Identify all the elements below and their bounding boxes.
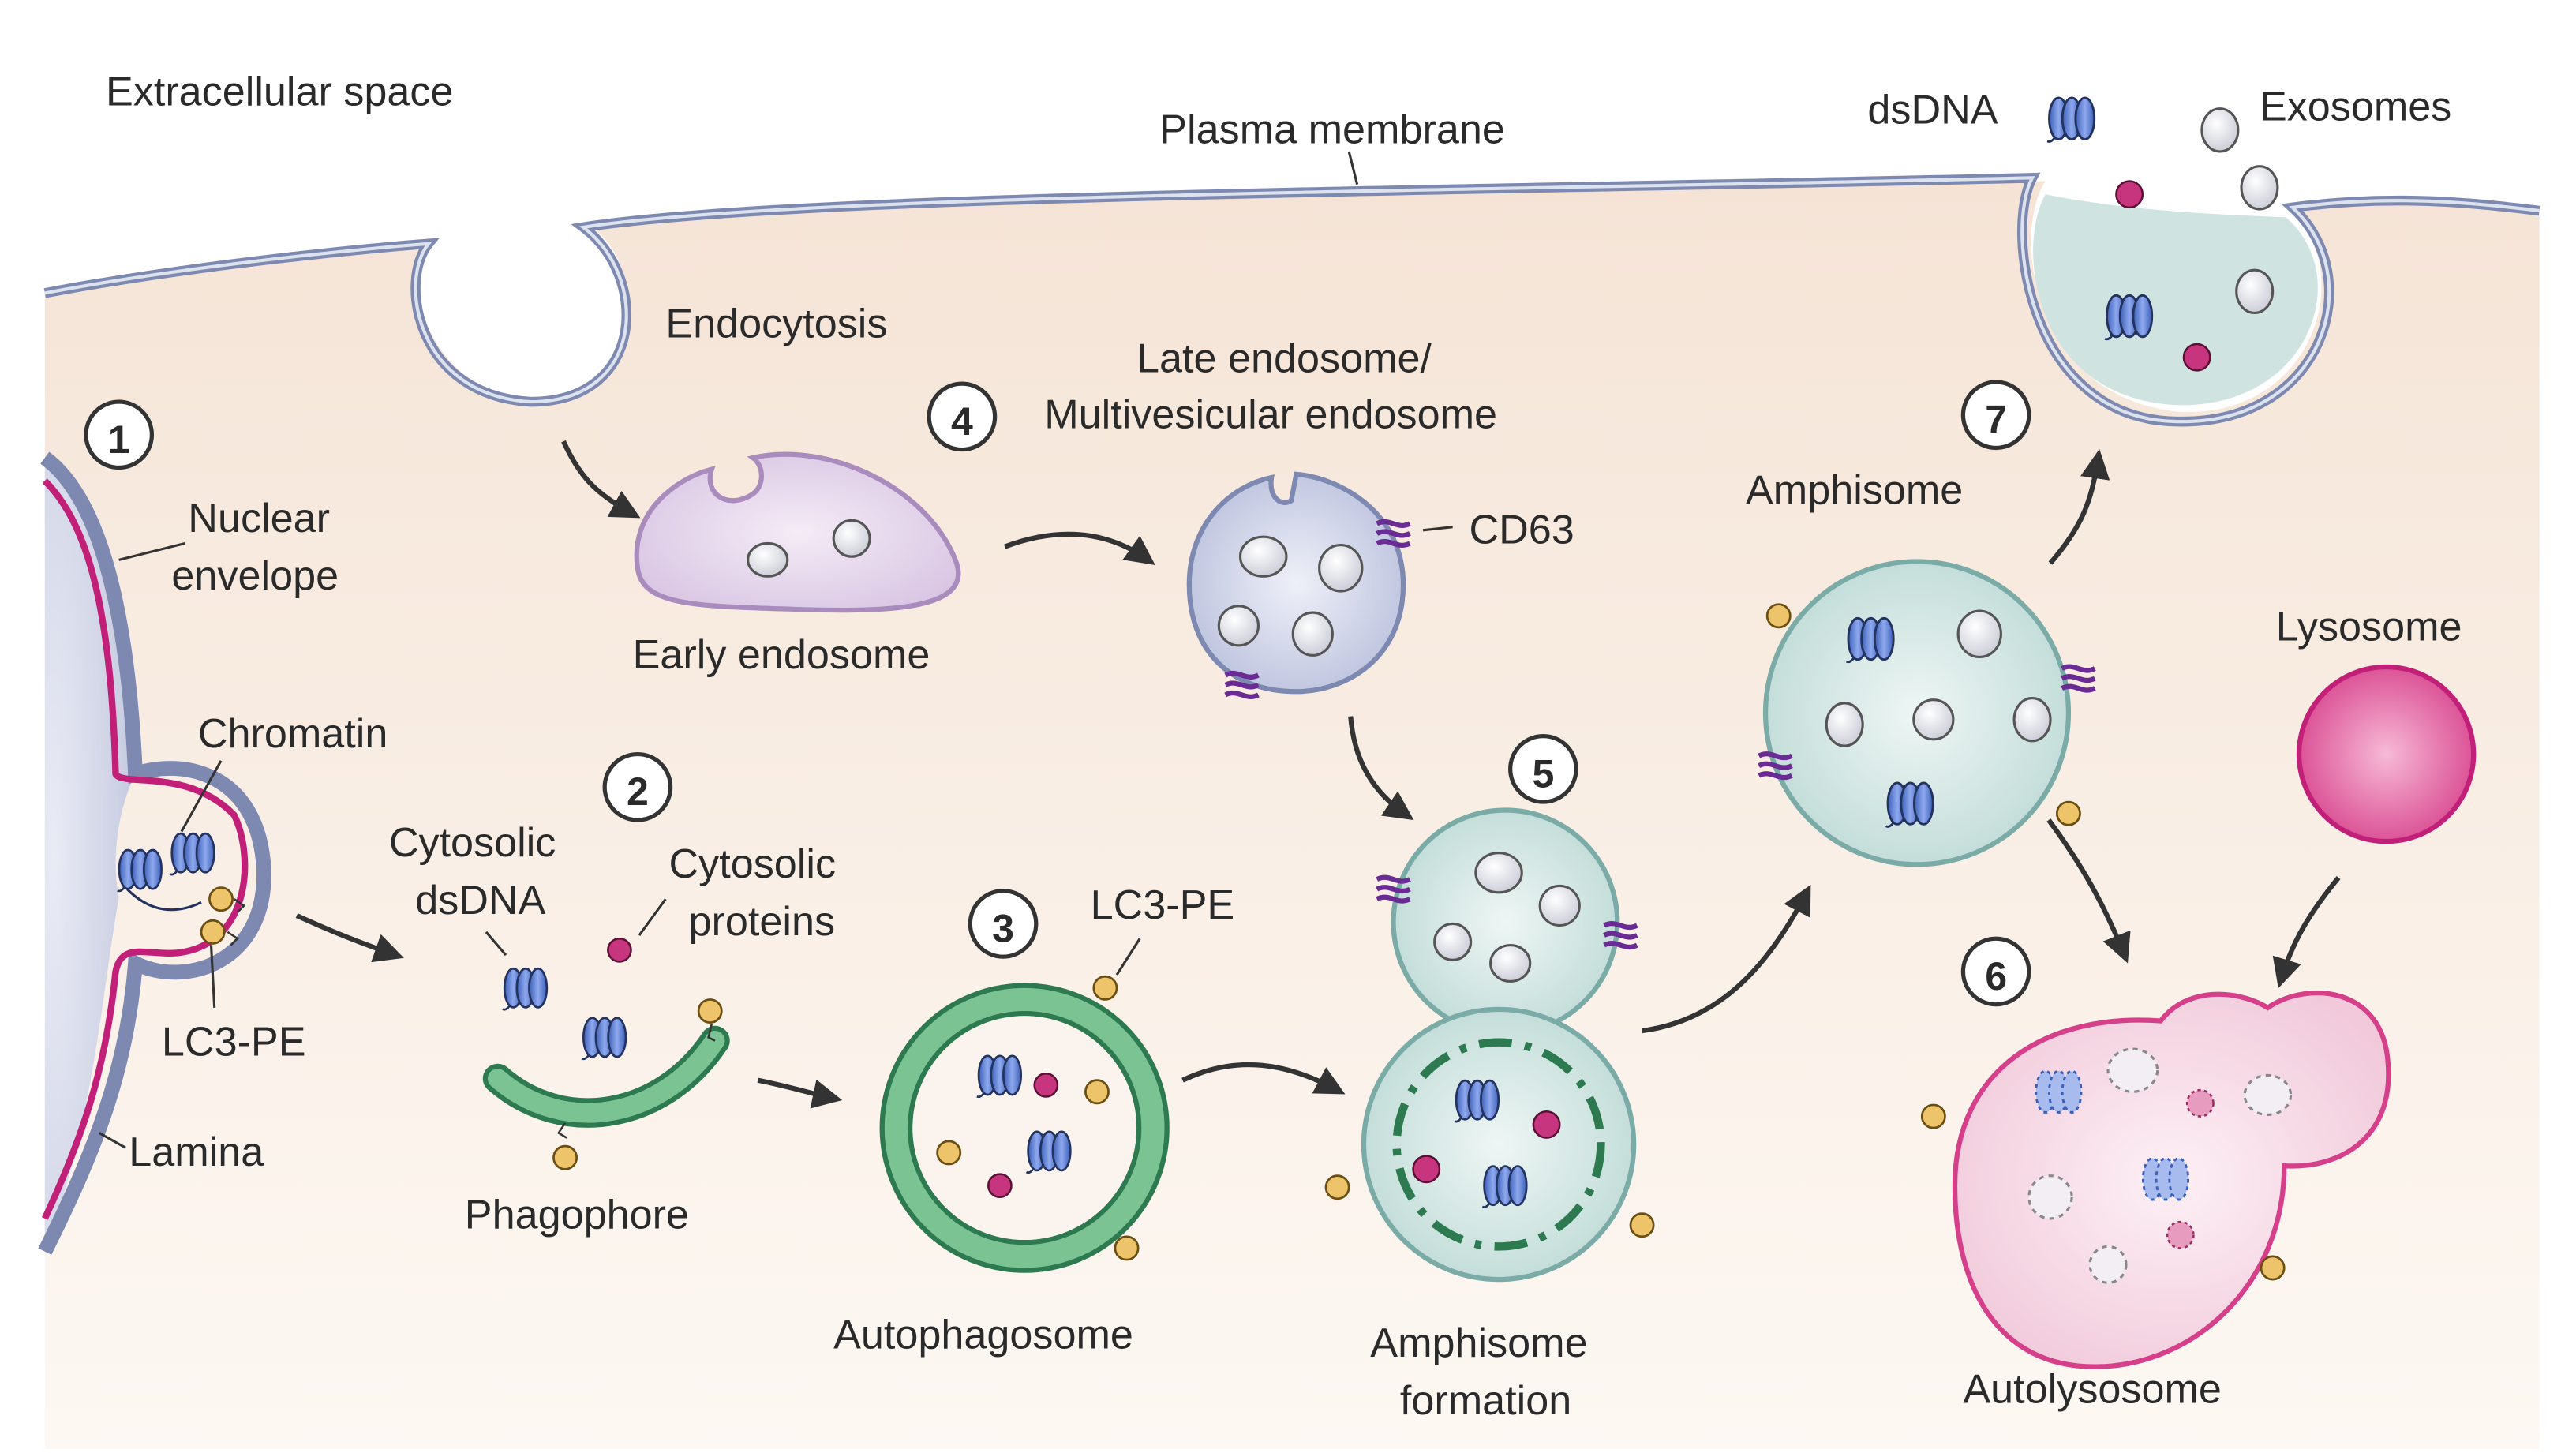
label-lc3pe-left: LC3-PE [162, 1019, 306, 1065]
svg-text:5: 5 [1532, 751, 1554, 796]
svg-text:4: 4 [951, 399, 973, 444]
label-cd63: CD63 [1470, 507, 1574, 553]
label-exosomes: Exosomes [2260, 84, 2451, 129]
label-autolysosome: Autolysosome [1963, 1367, 2221, 1413]
label-cytosolic-dsdna-2: dsDNA [415, 878, 545, 923]
svg-text:1: 1 [108, 418, 130, 462]
step-4: 4 [927, 381, 998, 452]
label-cytosolic-dsdna-1: Cytosolic [389, 820, 556, 866]
step-markers: 1 2 3 4 5 6 7 [84, 380, 2031, 1007]
label-amphisome: Amphisome [1746, 467, 1963, 513]
step-1: 1 [84, 399, 155, 470]
nuclear-envelope [38, 451, 271, 1255]
early-endosome [634, 451, 961, 613]
label-cytosolic-proteins-2: proteins [689, 899, 835, 945]
flow-arrows [295, 440, 2341, 1109]
svg-text:7: 7 [1985, 398, 2007, 442]
label-cytosolic-proteins-1: Cytosolic [669, 841, 837, 887]
svg-text:6: 6 [1985, 954, 2007, 998]
step-7: 7 [1960, 380, 2031, 451]
label-lysosome: Lysosome [2276, 605, 2462, 650]
label-endocytosis: Endocytosis [665, 301, 887, 347]
amphisome-formation-upper [1391, 807, 1620, 1037]
mvb-fusing-with-membrane [2033, 194, 2318, 406]
lysosome [2296, 664, 2477, 844]
svg-text:2: 2 [627, 770, 649, 814]
step-2: 2 [602, 751, 673, 822]
step-6: 6 [1960, 936, 2031, 1007]
label-phagophore: Phagophore [465, 1192, 689, 1238]
label-plasma-membrane: Plasma membrane [1159, 107, 1505, 153]
label-amphisome-formation-2: formation [1400, 1378, 1571, 1424]
label-dsdna-top: dsDNA [1867, 87, 1998, 133]
label-nuclear-1: Nuclear [188, 496, 330, 541]
nucleus [44, 458, 136, 1252]
label-late-endosome-2: Multivesicular endosome [1044, 391, 1497, 437]
step-5: 5 [1508, 733, 1578, 804]
amphisome-formation-lower [1361, 1006, 1637, 1283]
lamina [42, 478, 249, 1220]
label-early-endosome: Early endosome [633, 632, 930, 678]
label-autophagosome: Autophagosome [833, 1313, 1133, 1358]
late-endosome [1186, 471, 1406, 695]
label-nuclear-2: envelope [171, 553, 339, 599]
label-late-endosome-1: Late endosome/ [1136, 336, 1432, 382]
label-amphisome-formation-1: Amphisome [1370, 1320, 1587, 1366]
label-lamina: Lamina [129, 1129, 264, 1175]
label-chromatin: Chromatin [198, 711, 388, 757]
protein-dot [607, 937, 632, 963]
label-extracellular-space: Extracellular space [106, 69, 454, 115]
svg-text:3: 3 [992, 906, 1014, 950]
label-lc3pe-mid: LC3-PE [1091, 882, 1235, 928]
step-3: 3 [968, 889, 1039, 959]
